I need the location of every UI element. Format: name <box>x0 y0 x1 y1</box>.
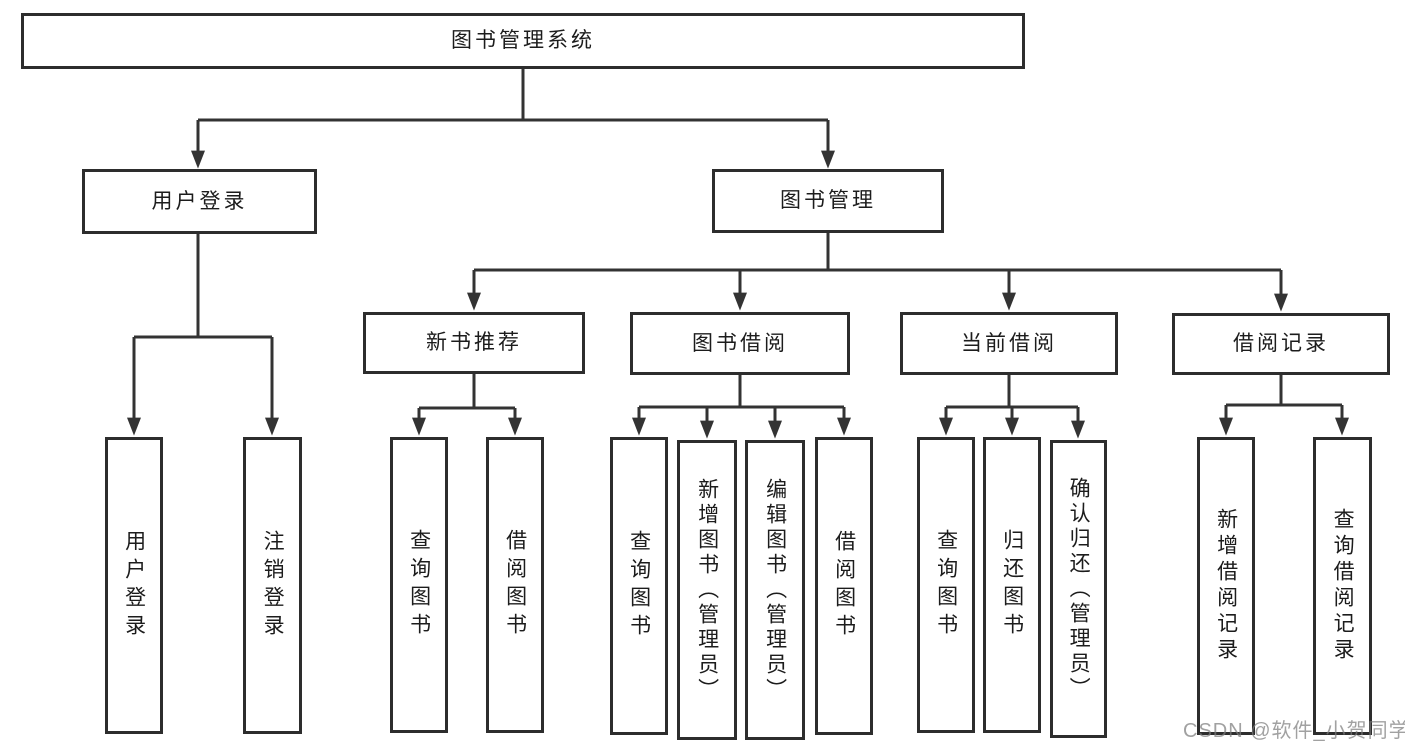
node-new-book-recommend: 新书推荐 <box>363 312 585 374</box>
leaf-borrow-query-books: 查询图书 <box>610 437 668 735</box>
leaf-borrow-borrow-books: 借阅图书 <box>815 437 873 735</box>
leaf-confirm-return-admin: 确认归还（管理员） <box>1050 440 1107 738</box>
leaf-query-borrow-record: 查询借阅记录 <box>1313 437 1372 735</box>
leaf-add-borrow-record: 新增借阅记录 <box>1197 437 1255 735</box>
node-user-login: 用户登录 <box>82 169 317 234</box>
leaf-user-login: 用户登录 <box>105 437 163 734</box>
node-book-management: 图书管理 <box>712 169 944 233</box>
leaf-current-query-books: 查询图书 <box>917 437 975 733</box>
leaf-recommend-query-books: 查询图书 <box>390 437 448 733</box>
leaf-add-books-admin: 新增图书（管理员） <box>677 440 737 740</box>
node-root-system: 图书管理系统 <box>21 13 1025 69</box>
csdn-watermark: CSDN @软件_小贺同学 <box>1183 720 1405 742</box>
node-book-borrow: 图书借阅 <box>630 312 850 375</box>
leaf-recommend-borrow-books: 借阅图书 <box>486 437 544 733</box>
leaf-edit-books-admin: 编辑图书（管理员） <box>745 440 805 740</box>
leaf-logout: 注销登录 <box>243 437 302 734</box>
node-current-borrow: 当前借阅 <box>900 312 1118 375</box>
node-borrow-records: 借阅记录 <box>1172 313 1390 375</box>
leaf-return-books: 归还图书 <box>983 437 1041 733</box>
